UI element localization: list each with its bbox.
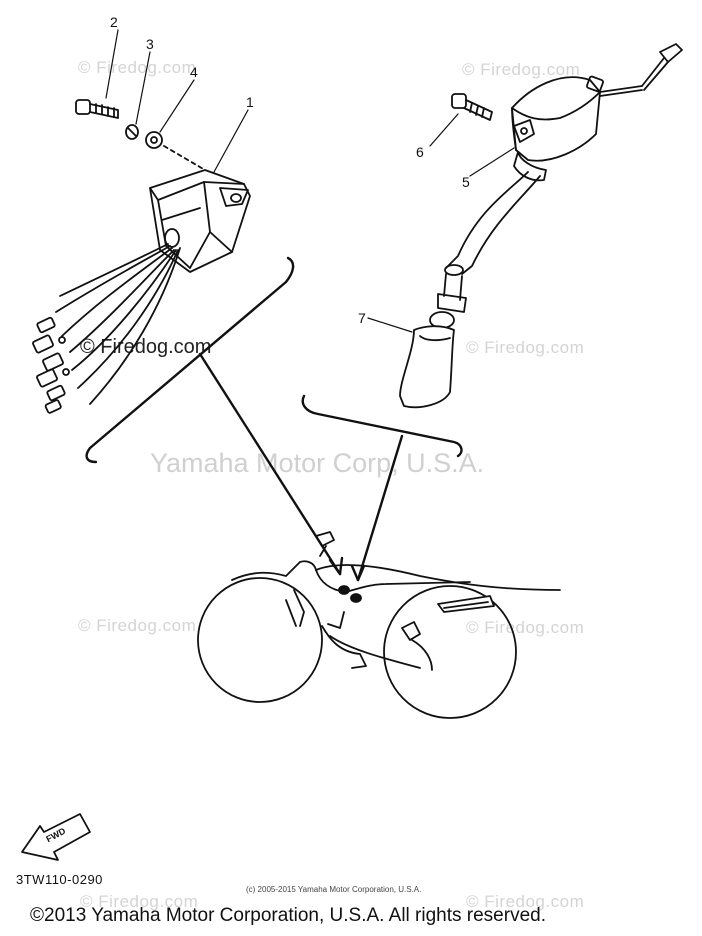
watermark-firedog-2: © Firedog.com bbox=[462, 60, 581, 79]
callout-6: 6 bbox=[416, 144, 424, 160]
cdi-unit bbox=[32, 169, 251, 414]
watermark-firedog-1: © Firedog.com bbox=[78, 58, 197, 77]
callout-3: 3 bbox=[146, 36, 154, 52]
footer-copyright: ©2013 Yamaha Motor Corporation, U.S.A. A… bbox=[30, 905, 546, 926]
bolt-2 bbox=[75, 99, 119, 119]
callout-5: 5 bbox=[462, 174, 470, 190]
bolt-6 bbox=[451, 93, 493, 121]
small-copyright: (c) 2005-2015 Yamaha Motor Corporation, … bbox=[246, 885, 422, 894]
washer-4 bbox=[145, 131, 163, 149]
diagram-part-code: 3TW110-0290 bbox=[16, 872, 103, 887]
watermark-firedog-7: © Firedog.com bbox=[466, 892, 585, 911]
watermark-firedog-5: © Firedog.com bbox=[466, 618, 585, 637]
watermark-firedog-4: © Firedog.com bbox=[78, 616, 197, 635]
watermark-yamaha: Yamaha Motor Corp, U.S.A. bbox=[150, 448, 485, 478]
callout-7: 7 bbox=[358, 310, 366, 326]
callout-4: 4 bbox=[190, 64, 198, 80]
fwd-arrow-icon: FWD bbox=[21, 813, 91, 861]
motorcycle-silhouette bbox=[197, 531, 561, 719]
lock-washer-3 bbox=[125, 124, 139, 140]
callout-1: 1 bbox=[246, 94, 254, 110]
ignition-coil bbox=[444, 43, 683, 276]
callout-2: 2 bbox=[110, 14, 118, 30]
watermark-firedog-6: © Firedog.com bbox=[80, 892, 199, 911]
spark-plug-cap bbox=[399, 273, 467, 409]
watermark-firedog-3: © Firedog.com bbox=[466, 338, 585, 357]
